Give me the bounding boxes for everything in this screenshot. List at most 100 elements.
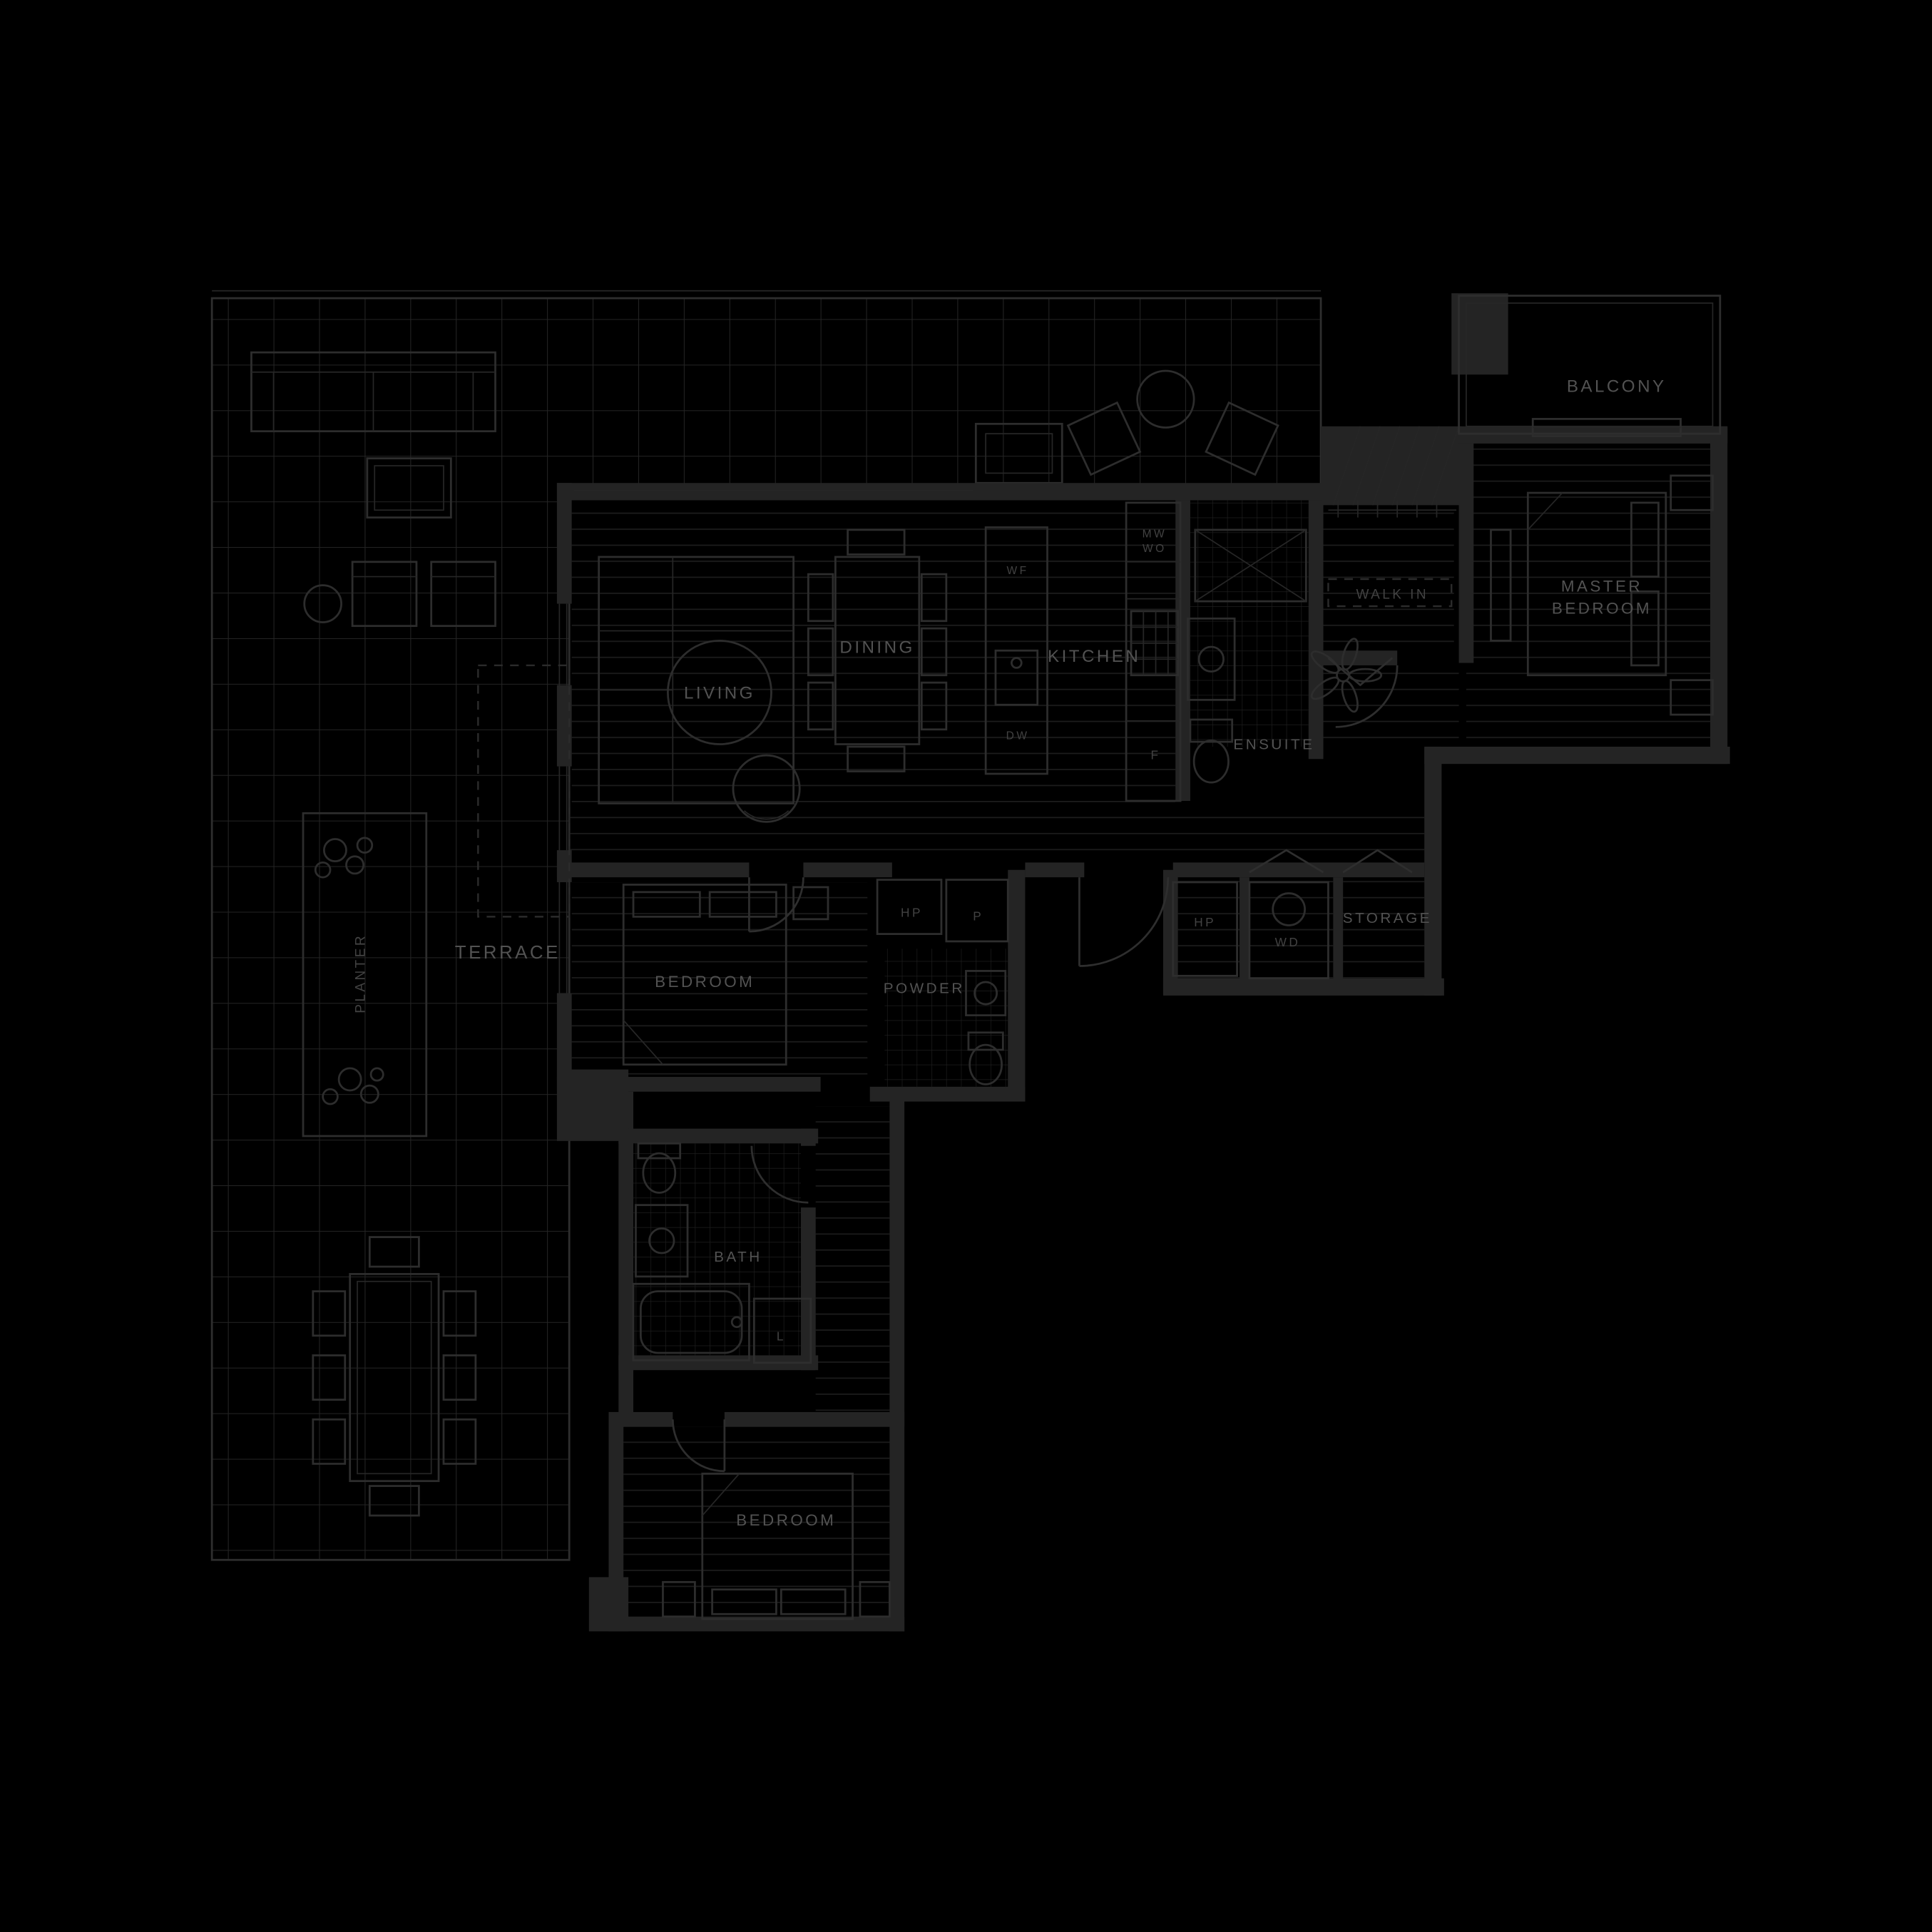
dining-table	[834, 556, 921, 745]
sink	[648, 1227, 675, 1254]
nightstand	[1670, 679, 1714, 716]
kitchen-label: KITCHEN	[1048, 647, 1140, 666]
wall-oven-label: WO	[1143, 543, 1167, 555]
ensuite: ENSUITE	[1187, 528, 1314, 784]
washer-drum-icon	[1272, 892, 1306, 926]
dining-area: DINING	[807, 528, 948, 772]
dining-label: DINING	[839, 638, 914, 658]
pillow	[632, 891, 701, 918]
hp-left-label: HP	[901, 905, 923, 919]
terrace-coffee-table-top	[374, 465, 444, 511]
pillow	[711, 1588, 777, 1615]
dining-chair	[807, 681, 834, 731]
master-bedroom-label-1: MASTER	[1561, 577, 1642, 595]
ensuite-label: ENSUITE	[1233, 736, 1314, 752]
bath-door	[750, 1145, 809, 1204]
terrace: PLANTER TERRACE	[210, 290, 1322, 1561]
toilet	[968, 1043, 1003, 1085]
master-bed	[1526, 491, 1667, 677]
planter-flowers-icon	[314, 837, 384, 1105]
hp-closet-left	[876, 879, 943, 935]
kitchen-island	[984, 526, 1048, 775]
terrace-coffee-table	[366, 457, 452, 519]
microwave-label: MW	[1143, 528, 1167, 540]
powder-room: POWDER	[884, 970, 1007, 1085]
vanity	[635, 1204, 689, 1278]
faucet	[1011, 657, 1023, 669]
ceiling-fan-icon	[1310, 638, 1383, 713]
hp-right-label: HP	[1194, 915, 1216, 929]
terrace-sofa	[250, 351, 496, 433]
bedroom-bottom-door	[671, 1419, 726, 1473]
storage-label: STORAGE	[1343, 910, 1432, 926]
hp-closet-right	[1172, 881, 1238, 977]
walk-in-label: WALK IN	[1356, 588, 1428, 603]
walk-in-bifold-door	[1327, 657, 1394, 687]
bed	[622, 884, 787, 1066]
bath-label: BATH	[714, 1249, 762, 1265]
nightstand	[792, 886, 829, 921]
pillow	[1630, 590, 1660, 667]
dining-chair	[807, 573, 834, 623]
door-swings	[671, 665, 1399, 1473]
washer-dryer-label: WD	[1275, 935, 1301, 949]
kitchen: WF DW MW WO F KITCHEN	[984, 501, 1182, 802]
appliance-wall	[1125, 501, 1182, 802]
hall-closets: HP P	[876, 879, 1009, 943]
linen-label: L	[777, 1329, 786, 1344]
wine-fridge-label: WF	[1007, 565, 1029, 577]
dishwasher-label: DW	[1006, 730, 1030, 742]
dining-chair	[920, 681, 948, 731]
bench	[1490, 528, 1512, 642]
dining-chair	[807, 627, 834, 677]
sink	[973, 981, 998, 1006]
bedroom-bottom: BEDROOM	[662, 1472, 891, 1620]
island-sink	[994, 649, 1039, 706]
bedroom-mid: BEDROOM	[622, 884, 829, 1066]
sectional-sofa	[598, 556, 795, 804]
terrace-side-table	[303, 584, 342, 623]
pillow	[780, 1588, 847, 1615]
nightstand	[859, 1580, 891, 1618]
walk-in-closet: WALK IN	[1327, 500, 1457, 687]
dining-chair	[847, 528, 906, 556]
toilet-tank	[1189, 718, 1234, 743]
vanity	[965, 970, 1007, 1016]
bed	[701, 1472, 854, 1620]
living-rug	[667, 640, 772, 745]
floors	[569, 443, 1711, 1617]
balcony-label: BALCONY	[1567, 377, 1667, 396]
bifold-doors	[1249, 849, 1413, 874]
living-label: LIVING	[684, 684, 755, 703]
balcony: BALCONY	[1458, 295, 1722, 437]
sink	[1197, 645, 1225, 673]
terrace-dining-set	[312, 1236, 477, 1517]
bath: L BATH	[632, 1142, 812, 1364]
terrace-round-table	[1136, 369, 1195, 429]
entry-door	[1078, 877, 1170, 967]
tub-faucet	[730, 1316, 743, 1329]
toilet	[642, 1152, 677, 1194]
walls	[556, 293, 1730, 1632]
living-room: LIVING	[477, 556, 801, 918]
dining-chair	[920, 573, 948, 623]
bedroom-mid-door	[748, 877, 804, 933]
washer-dryer-unit	[1248, 881, 1329, 980]
planter-label: PLANTER	[353, 934, 368, 1013]
powder-label: POWDER	[884, 981, 965, 997]
master-bedroom-label-2: BEDROOM	[1552, 599, 1652, 617]
terrace-lounge-chairs	[303, 561, 496, 628]
swivel-chair	[732, 754, 801, 823]
pillow	[708, 891, 777, 918]
service-shaft-wall	[1321, 426, 1462, 506]
shower	[1194, 528, 1307, 603]
toilet-tank	[637, 1142, 682, 1160]
linen-closet	[752, 1297, 812, 1364]
master-bedroom: MASTER BEDROOM	[1310, 474, 1714, 716]
toilet	[1192, 739, 1230, 784]
vanity	[1187, 617, 1236, 701]
planter: PLANTER	[302, 812, 428, 1138]
pillow	[1630, 501, 1660, 578]
bedroom-mid-label: BEDROOM	[655, 973, 755, 991]
bedroom-bottom-label: BEDROOM	[736, 1511, 836, 1529]
